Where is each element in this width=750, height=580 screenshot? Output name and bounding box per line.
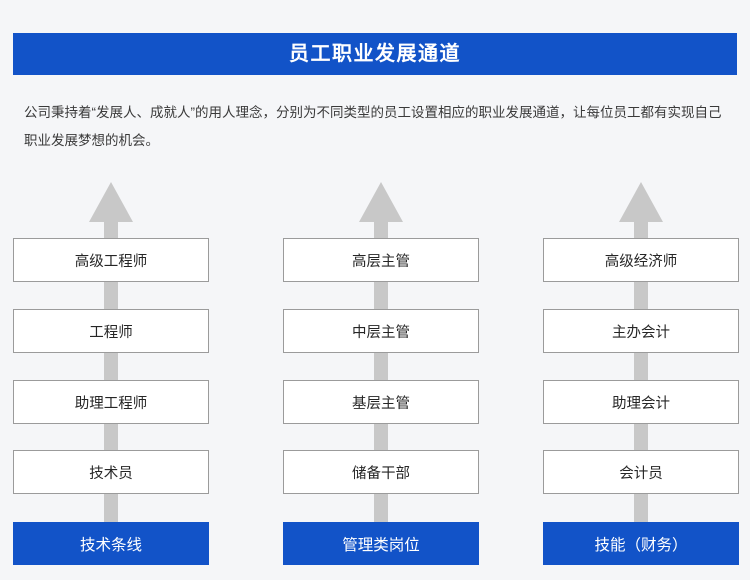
level-box[interactable]: 高级经济师 <box>543 238 739 282</box>
level-box[interactable]: 主办会计 <box>543 309 739 353</box>
intro-paragraph: 公司秉持着“发展人、成就人”的用人理念，分别为不同类型的员工设置相应的职业发展通… <box>24 105 722 148</box>
level-box[interactable]: 技术员 <box>13 450 209 494</box>
level-box[interactable]: 助理工程师 <box>13 380 209 424</box>
career-columns: 高级工程师 工程师 助理工程师 技术员 技术条线 高层主管 中层主管 基层主管 … <box>0 180 750 570</box>
column-footer-label[interactable]: 管理类岗位 <box>283 522 479 565</box>
page-title: 员工职业发展通道 <box>289 43 461 65</box>
career-column-technical: 高级工程师 工程师 助理工程师 技术员 技术条线 <box>13 180 209 570</box>
level-box[interactable]: 基层主管 <box>283 380 479 424</box>
level-box[interactable]: 高层主管 <box>283 238 479 282</box>
career-column-finance: 高级经济师 主办会计 助理会计 会计员 技能（财务） <box>543 180 739 570</box>
level-box[interactable]: 高级工程师 <box>13 238 209 282</box>
level-box[interactable]: 中层主管 <box>283 309 479 353</box>
level-box[interactable]: 会计员 <box>543 450 739 494</box>
level-box[interactable]: 助理会计 <box>543 380 739 424</box>
level-box[interactable]: 储备干部 <box>283 450 479 494</box>
column-footer-label[interactable]: 技能（财务） <box>543 522 739 565</box>
column-footer-label[interactable]: 技术条线 <box>13 522 209 565</box>
career-column-management: 高层主管 中层主管 基层主管 储备干部 管理类岗位 <box>283 180 479 570</box>
page-title-banner: 员工职业发展通道 <box>13 33 737 75</box>
level-box[interactable]: 工程师 <box>13 309 209 353</box>
